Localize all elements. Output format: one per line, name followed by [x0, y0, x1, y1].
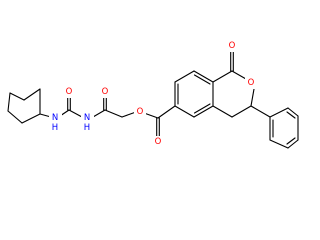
nitrogen-atom: N	[84, 113, 90, 123]
bond	[21, 113, 41, 124]
bond	[269, 107, 289, 118]
label-background	[226, 40, 238, 52]
bond	[286, 137, 296, 145]
label-background	[49, 114, 62, 134]
label-background	[99, 86, 111, 98]
hydrogen-atom: H	[52, 123, 58, 133]
label-background	[63, 86, 75, 98]
bond	[231, 105, 252, 118]
bond	[121, 111, 137, 118]
bond	[269, 139, 289, 149]
oxygen-atom: O	[248, 78, 255, 88]
oxygen-atom: O	[155, 137, 162, 147]
oxygen-atom: O	[66, 87, 73, 97]
bond	[250, 105, 271, 118]
bond	[287, 107, 299, 117]
bond	[193, 103, 211, 114]
atom-labels: N H O N H O O O O O	[49, 40, 257, 148]
bond	[157, 105, 176, 119]
bond	[104, 109, 123, 118]
bond	[174, 105, 195, 118]
bond	[143, 112, 159, 119]
bond	[23, 88, 41, 101]
bond	[7, 110, 23, 124]
label-background	[152, 136, 164, 148]
molecule-canvas: N H O N H O O O O O	[7, 40, 299, 149]
bond	[68, 109, 83, 118]
bond	[286, 111, 296, 119]
bond	[231, 70, 247, 80]
bond	[9, 92, 25, 101]
bond	[7, 92, 11, 112]
label-background	[245, 77, 257, 89]
nitrogen-atom: N	[52, 113, 58, 123]
bond	[174, 70, 195, 83]
bond	[212, 105, 233, 118]
chemical-structure: N H O N H O O O O O	[7, 40, 299, 149]
bond	[212, 70, 233, 83]
hydrogen-atom: H	[84, 123, 90, 133]
bond	[193, 74, 211, 85]
oxygen-atom: O	[229, 41, 236, 51]
bond	[287, 139, 299, 149]
bond	[193, 70, 214, 83]
bond	[250, 88, 255, 107]
label-background	[81, 114, 94, 134]
bond	[92, 109, 106, 118]
bond	[193, 105, 214, 118]
oxygen-atom: O	[102, 87, 109, 97]
label-background	[134, 106, 146, 118]
oxygen-atom: O	[137, 107, 144, 117]
